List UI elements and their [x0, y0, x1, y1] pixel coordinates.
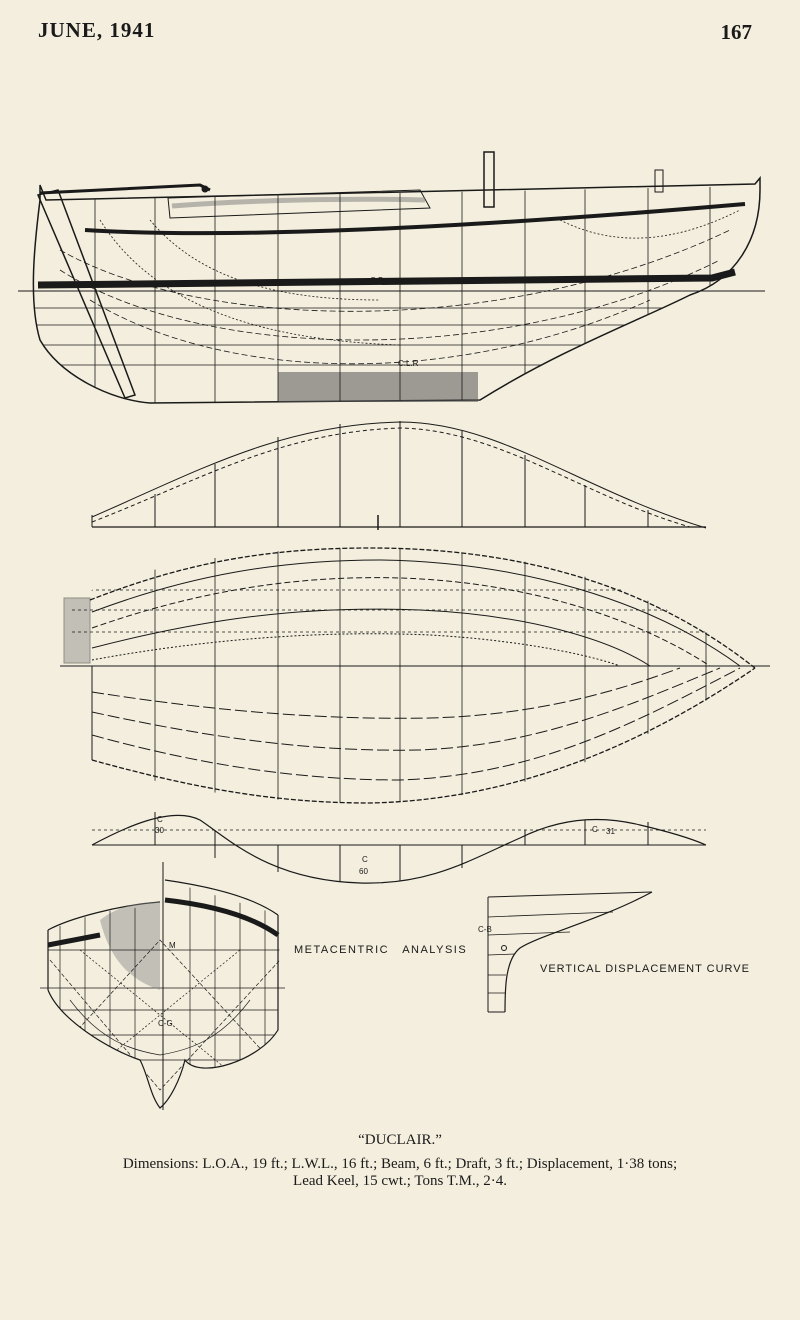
sectional-area-curve [91, 421, 707, 530]
vertical-displacement-label: VERTICAL DISPLACEMENT CURVE [540, 963, 750, 975]
dimensions-line-1: Dimensions: L.O.A., 19 ft.; L.W.L., 16 f… [122, 1156, 678, 1172]
area-value-2: 60 [359, 867, 368, 876]
area-mark-2: C [362, 855, 368, 864]
area-mark-3: C [592, 825, 598, 834]
metacentric-curve [91, 812, 707, 884]
body-plan-section [40, 862, 285, 1110]
metacentre-mark: M [169, 941, 176, 950]
area-value-3: 31 [606, 827, 615, 836]
vertical-cb-mark: C-B [478, 925, 492, 934]
page-number: 167 [720, 20, 753, 44]
sheer-profile [18, 151, 765, 404]
figure-title: “DUCLAIR.” [358, 1132, 442, 1148]
half-breadth-plan [60, 547, 770, 804]
running-head: JUNE, 1941 [38, 18, 156, 42]
cb-mark: C.B [370, 276, 383, 285]
area-value-1: 30 [155, 826, 164, 835]
vertical-displacement-curve [487, 891, 653, 1013]
clr-mark: C.L.R [398, 359, 419, 368]
dimensions-line-2: Lead Keel, 15 cwt.; Tons T.M., 2·4. [293, 1173, 507, 1189]
metacentric-analysis-label: METACENTRIC ANALYSIS [294, 944, 467, 956]
dimensions-text: Dimensions: L.O.A., 19 ft.; L.W.L., 16 f… [0, 1156, 800, 1190]
area-mark-1: C [157, 815, 163, 824]
cg-mark: C-G [158, 1019, 173, 1028]
